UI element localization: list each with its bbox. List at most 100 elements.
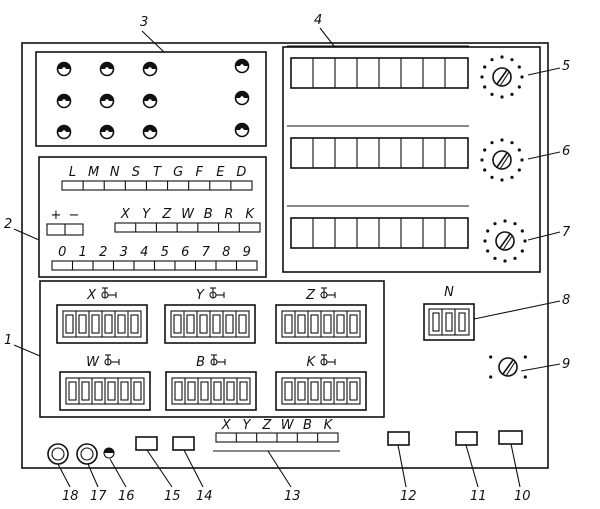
letter-label: M [88,165,99,180]
callout-6: 6 [562,144,570,159]
bottom-axis-label: X [221,418,232,433]
callout-11: 11 [470,489,487,504]
leader-lines [13,27,561,488]
axis-counter: K [275,354,367,411]
counter-label: W [86,355,100,370]
rotary-switch-5 [480,55,524,99]
n-label: N [444,285,454,300]
callout-3: 3 [140,15,148,30]
lamp [234,90,250,106]
sign-cells: + − [46,208,84,236]
callout-14: 14 [196,489,213,504]
callout-10: 10 [514,489,531,504]
button-12 [387,431,410,446]
rotary-switch-7 [483,219,527,263]
digit-label: 4 [140,245,148,260]
lamp [99,124,115,140]
letter-label: L [69,165,76,180]
callout-8: 8 [562,293,570,308]
callout-9: 9 [562,357,570,372]
lamp [234,122,250,138]
digit-label: 9 [243,245,251,260]
digit-label: 6 [181,245,189,260]
axis-label: W [181,207,195,222]
panel-outline [21,42,549,469]
callout-17: 17 [90,489,107,504]
display-row [287,125,469,169]
axis-label: K [245,207,255,222]
axis-counter: X [56,287,148,344]
rotary-switch-6 [480,138,524,182]
counter-label: K [306,355,316,370]
bottom-axis-label: W [281,418,295,433]
counter-label: Y [196,288,205,303]
digital-displays [287,45,469,249]
letter-label: S [132,165,140,180]
lamp-block [35,51,267,147]
socket-18 [47,443,69,465]
callout-numbers: 3 4 5 6 7 8 9 2 1 18 17 16 15 14 13 12 1… [4,13,571,504]
digit-label: 5 [161,245,169,260]
axis-label: Z [161,207,172,222]
display-row [287,205,469,249]
digit-label: 2 [99,245,107,260]
rotary-switches [480,55,527,379]
axis-counters: X Y Z W B K [56,287,367,411]
bottom-axis-label: Y [243,418,252,433]
lamp [234,58,250,74]
callout-12: 12 [400,489,417,504]
lamp [99,61,115,77]
counter-label: B [196,355,205,370]
lamp [142,61,158,77]
digit-label: 1 [79,245,87,260]
axis-counter: Y [164,287,256,344]
letter-label: E [216,165,225,180]
callout-18: 18 [62,489,79,504]
button-11 [455,431,478,446]
button-10 [498,430,523,445]
code-block [38,156,267,278]
rotary-switch-9 [489,355,527,379]
letter-label: D [236,165,246,180]
axis-label: Y [142,207,151,222]
digit-label: 0 [58,245,66,260]
axis-label: X [120,207,131,222]
digit-label: 3 [120,245,128,260]
letter-label: N [110,165,120,180]
digit-label: 7 [202,245,211,260]
axis-label: R [224,207,233,222]
lamp [56,124,72,140]
lamp-16 [103,447,115,459]
minus-label: − [69,208,80,223]
socket-17 [76,443,98,465]
n-counter [423,303,475,341]
button-14 [172,436,195,451]
counter-block [39,280,385,418]
display-row [287,45,469,89]
letter-label: G [173,165,183,180]
indicator-lamps [56,58,250,140]
counter-label: Z [305,288,316,303]
counter-label: X [86,288,97,303]
digit-label: 8 [222,245,230,260]
lamp [56,61,72,77]
letter-label: F [195,165,203,180]
lamp [56,93,72,109]
callout-15: 15 [164,489,181,504]
callout-2: 2 [4,217,12,232]
axis-counter: Z [275,287,367,344]
plus-label: + [51,208,62,223]
lamp [99,93,115,109]
bottom-axis-label: Z [261,418,272,433]
axis-counter: B [165,354,257,411]
callout-4: 4 [314,13,322,28]
callout-5: 5 [562,59,570,74]
bottom-axis-label: K [324,418,334,433]
callout-1: 1 [4,333,12,348]
bottom-axis-label: B [303,418,312,433]
